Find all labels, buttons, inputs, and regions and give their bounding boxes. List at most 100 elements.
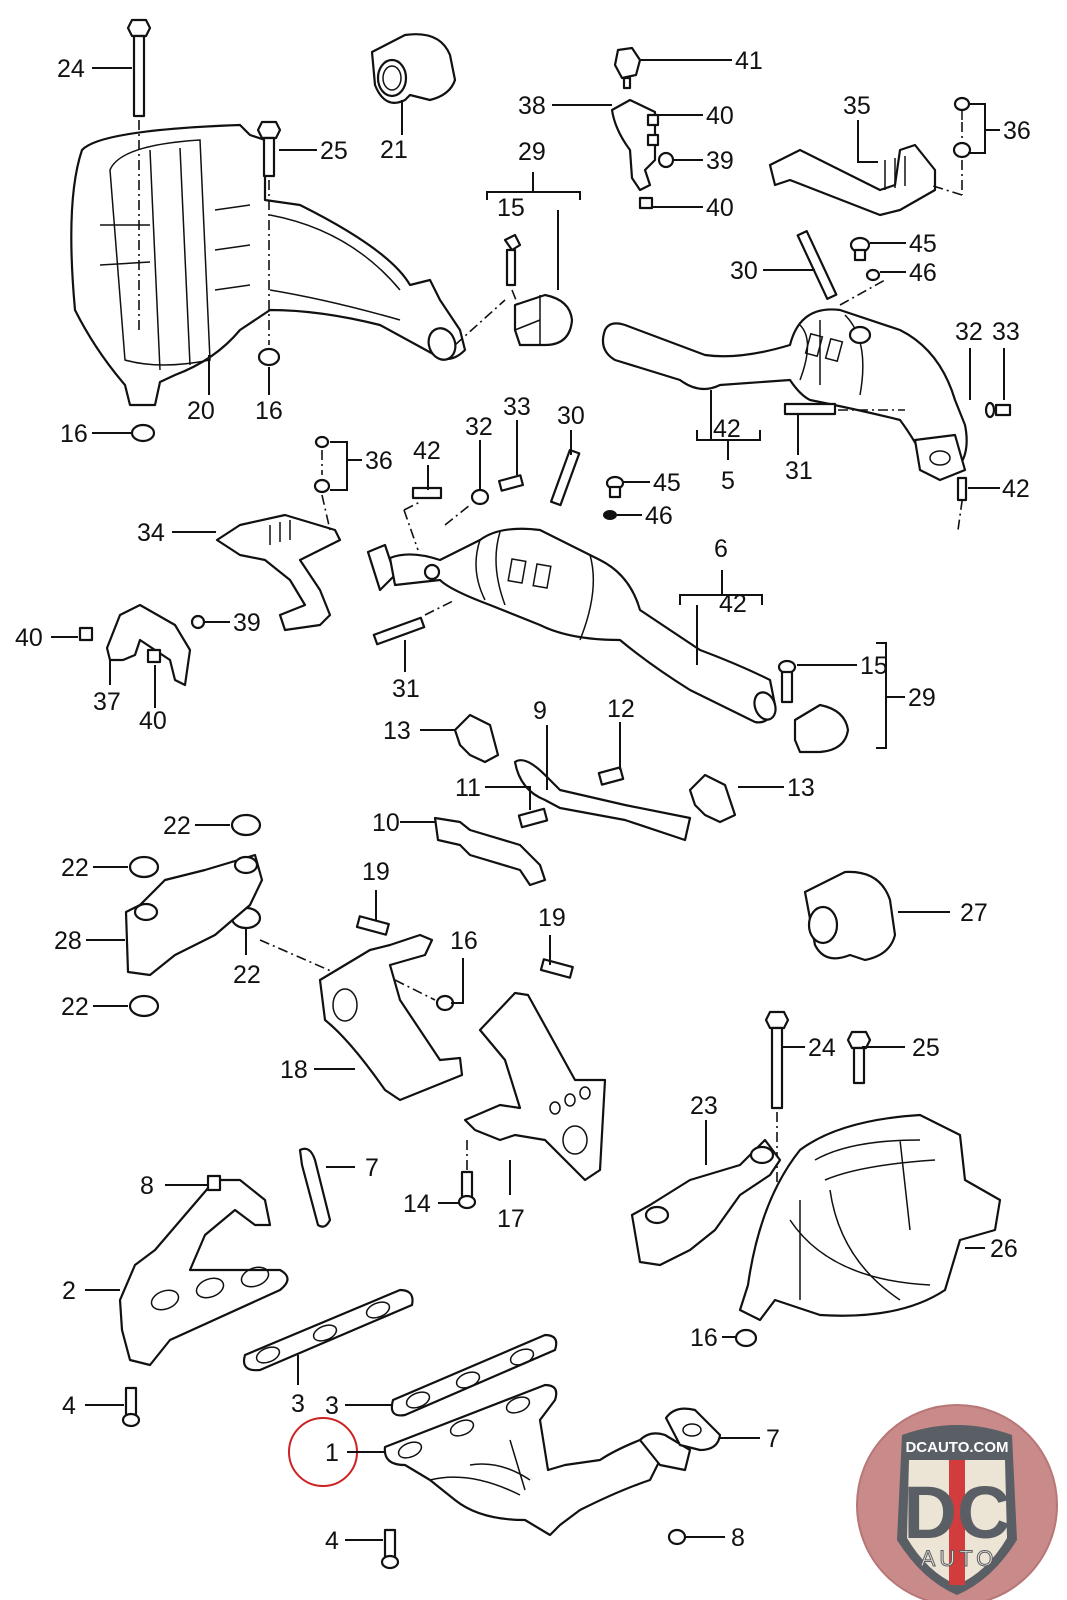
part-46-seal-ring-top xyxy=(865,268,881,282)
part-12-bracket-bolt xyxy=(597,766,625,786)
callout-22: 22 xyxy=(61,854,89,882)
part-7-flange-gasket-left xyxy=(298,1147,332,1228)
callout-33: 33 xyxy=(503,393,531,421)
callout-35: 35 xyxy=(843,92,871,120)
callout-25: 25 xyxy=(320,137,348,165)
callout-7: 7 xyxy=(766,1425,780,1453)
callout-41: 41 xyxy=(735,47,763,75)
part-36-screw-set xyxy=(929,96,972,196)
callout-39: 39 xyxy=(233,609,261,637)
callout-12: 12 xyxy=(607,695,635,723)
callout-16: 16 xyxy=(60,420,88,448)
callout-8: 8 xyxy=(731,1524,745,1552)
part-25-bolt xyxy=(256,120,282,345)
part-9-crossmember-bracket xyxy=(513,759,692,842)
callout-1[interactable]: 1 xyxy=(325,1439,339,1467)
part-13-hose-clamp-right xyxy=(688,773,737,824)
callout-22: 22 xyxy=(233,961,261,989)
callout-14: 14 xyxy=(403,1190,431,1218)
part-8-flange-nut-left xyxy=(206,1174,222,1192)
logo-url-text: DCAUTO.COM xyxy=(905,1439,1008,1456)
callout-30: 30 xyxy=(557,402,585,430)
part-17-support-bracket-right xyxy=(463,991,607,1182)
part-46-seal-ring-left xyxy=(603,510,617,520)
callout-22: 22 xyxy=(163,812,191,840)
part-1-exhaust-manifold-right xyxy=(383,1383,692,1537)
part-30-oxygen-sensor-stud-top xyxy=(796,230,886,306)
callout-26: 26 xyxy=(990,1235,1018,1263)
callout-23: 23 xyxy=(690,1092,718,1120)
callout-46: 46 xyxy=(645,502,673,530)
callout-27: 27 xyxy=(960,899,988,927)
part-40-clip-left xyxy=(78,626,162,664)
callout-5: 5 xyxy=(721,467,735,495)
part-32-washer-left xyxy=(444,488,490,526)
callout-17: 17 xyxy=(497,1205,525,1233)
callout-40: 40 xyxy=(139,707,167,735)
callout-8: 8 xyxy=(140,1172,154,1200)
callout-40: 40 xyxy=(15,624,43,652)
part-13-hose-clamp-left xyxy=(453,713,500,764)
callout-42: 42 xyxy=(713,415,741,443)
part-19-bolt xyxy=(355,915,574,979)
part-32-washer-right xyxy=(984,401,996,419)
part-29-clamp-assembly-right xyxy=(777,659,850,754)
callout-40: 40 xyxy=(706,102,734,130)
part-6-front-pipe-catalytic-converter-left xyxy=(366,527,777,724)
part-7-flange-gasket-right xyxy=(664,1407,722,1452)
callout-36: 36 xyxy=(365,447,393,475)
part-41-connector xyxy=(613,46,642,90)
part-3-manifold-gasket-left xyxy=(242,1288,414,1372)
part-4-manifold-bolt-left xyxy=(121,1386,141,1428)
callout-19: 19 xyxy=(538,904,566,932)
callout-46: 46 xyxy=(909,259,937,287)
callout-34: 34 xyxy=(137,519,165,547)
part-16-nut-right xyxy=(734,1328,758,1348)
logo-sub-text: AUTO xyxy=(921,1546,998,1571)
callout-4: 4 xyxy=(325,1527,339,1555)
callout-labels: 24 25 21 20 16 16 29 15 38 41 40 39 40 3… xyxy=(15,47,1031,1555)
part-4-manifold-bolt-right xyxy=(380,1528,400,1570)
part-33-screw-right xyxy=(994,403,1012,417)
callout-29: 29 xyxy=(518,138,546,166)
part-10-bracket-plate xyxy=(433,816,547,887)
part-38-sensor-bracket xyxy=(610,98,660,192)
callout-32: 32 xyxy=(955,318,983,346)
callout-36: 36 xyxy=(1003,117,1031,145)
callout-7: 7 xyxy=(365,1154,379,1182)
callout-18: 18 xyxy=(280,1056,308,1084)
part-40-clip xyxy=(638,196,654,210)
part-31-stud-left xyxy=(372,599,456,646)
callout-25: 25 xyxy=(912,1034,940,1062)
callout-24: 24 xyxy=(57,55,85,83)
part-31-stud-right xyxy=(783,402,905,416)
part-36-screw-set-left xyxy=(313,435,331,531)
part-33-screw-left xyxy=(497,474,525,492)
callout-3: 3 xyxy=(291,1390,305,1418)
logo-brand-text: DC xyxy=(904,1471,1011,1554)
part-29-clamp-assembly xyxy=(454,233,574,347)
part-45-plug-top xyxy=(849,236,871,262)
part-5-front-pipe-catalytic-converter-right xyxy=(601,308,968,482)
part-24-long-bolt xyxy=(126,18,152,330)
callout-3: 3 xyxy=(325,1392,339,1420)
callout-42: 42 xyxy=(1002,475,1030,503)
part-45-plug-left xyxy=(605,475,625,499)
callout-11: 11 xyxy=(455,774,481,802)
part-11-bracket-bolt xyxy=(517,807,549,829)
callout-24: 24 xyxy=(808,1034,836,1062)
callout-33: 33 xyxy=(992,318,1020,346)
part-8-flange-nut-right xyxy=(667,1528,687,1546)
part-28-muffler-hanger-left xyxy=(124,853,341,977)
callout-22: 22 xyxy=(61,993,89,1021)
callout-9: 9 xyxy=(533,697,547,725)
callout-16: 16 xyxy=(255,397,283,425)
callout-21: 21 xyxy=(380,136,408,164)
leader-lines xyxy=(51,59,1005,1541)
callout-20: 20 xyxy=(187,397,215,425)
callout-6: 6 xyxy=(714,535,728,563)
part-37-sensor-bracket xyxy=(105,603,192,687)
callout-4: 4 xyxy=(62,1392,76,1420)
callout-39: 39 xyxy=(706,147,734,175)
